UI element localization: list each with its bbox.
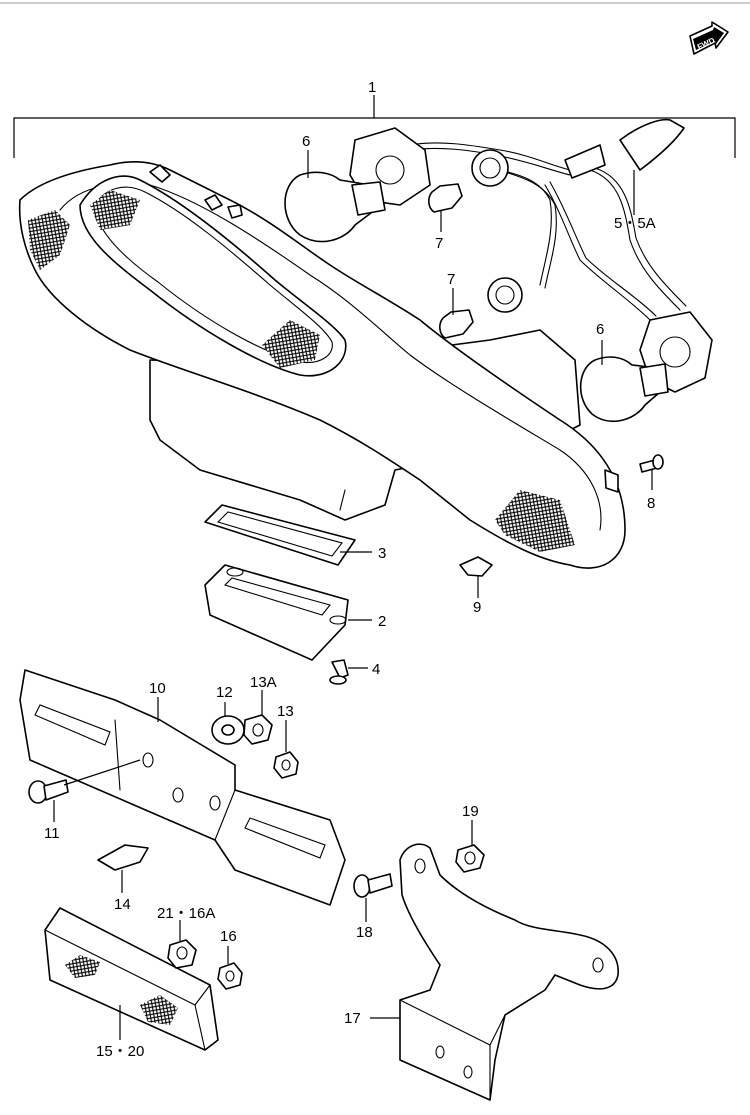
callout-16: 16 (220, 928, 237, 945)
callout-7-lower: 7 (447, 271, 455, 288)
bulb-small-upper (428, 183, 463, 213)
callout-1: 1 (368, 79, 376, 96)
screw-4 (329, 659, 349, 685)
callout-12: 12 (216, 684, 233, 701)
screw-8 (639, 454, 664, 473)
callout-13A: 13A (250, 674, 277, 691)
washer-12 (211, 715, 245, 745)
callout-6-lower: 6 (596, 321, 604, 338)
license-lamp (204, 564, 349, 661)
rear-reflector (44, 907, 219, 1051)
clip-9 (459, 556, 493, 577)
screw-18 (353, 873, 393, 898)
callout-13: 13 (277, 703, 294, 720)
callout-2: 2 (378, 613, 386, 630)
callout-8: 8 (647, 495, 655, 512)
callout-17: 17 (344, 1010, 361, 1027)
gasket (204, 504, 356, 566)
callout-4: 4 (372, 661, 380, 678)
nut-13A (243, 714, 273, 745)
nut-19 (455, 844, 485, 873)
bulb-small-lower (439, 309, 474, 339)
callout-21-16A: 21・16A (157, 905, 215, 922)
callout-19: 19 (462, 803, 479, 820)
callout-3: 3 (378, 545, 386, 562)
callout-5-5A: 5・5A (614, 215, 656, 232)
assembly-bracket (13, 95, 736, 158)
bulb-large-upper (284, 171, 386, 243)
mounting-bracket (399, 843, 619, 1101)
screw-11 (28, 759, 141, 804)
callout-10: 10 (149, 680, 166, 697)
callouts: 1 6 6 7 7 5・5A 8 3 2 9 4 10 12 13A 13 11… (44, 79, 656, 1060)
callout-7-upper: 7 (435, 235, 443, 252)
nut-21-16A (167, 939, 197, 969)
bulb-large-lower (579, 356, 669, 423)
callout-6-upper: 6 (302, 133, 310, 150)
nut-16 (217, 962, 243, 990)
nut-13 (273, 751, 299, 779)
leader-lines (53, 150, 653, 1040)
fwd-arrow-icon: FWD (689, 21, 729, 55)
callout-11: 11 (44, 825, 60, 842)
callout-18: 18 (356, 924, 373, 941)
reflector-bulb-14 (97, 844, 149, 871)
callout-14: 14 (114, 896, 131, 913)
tail-light-housing (18, 160, 626, 569)
plate-bracket (19, 669, 346, 906)
callout-9: 9 (473, 599, 481, 616)
callout-15-20: 15・20 (96, 1043, 144, 1060)
